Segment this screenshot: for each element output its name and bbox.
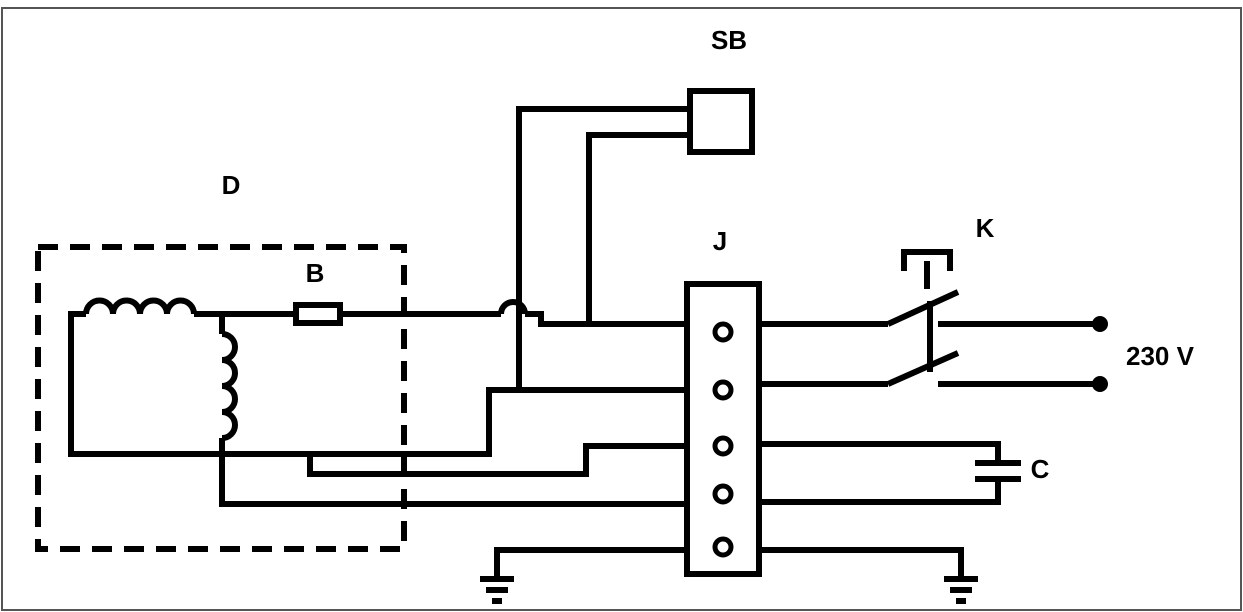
ground-left <box>480 547 687 604</box>
wire-to-terminal-1 <box>525 311 686 327</box>
motor-housing-boundary <box>35 244 407 552</box>
terminal-5 <box>712 536 734 558</box>
ground-right <box>759 547 978 604</box>
label-c: C <box>1031 454 1050 484</box>
wire-sb-outer <box>516 106 690 390</box>
wire-crossover <box>498 299 528 315</box>
push-switch-k <box>759 249 960 387</box>
label-d: D <box>222 170 241 200</box>
label-k: K <box>976 213 995 243</box>
outer-frame <box>1 7 1242 611</box>
wire-to-terminal-3 <box>307 443 686 477</box>
terminal-4 <box>712 483 734 505</box>
label-supply-voltage: 230 V <box>1126 341 1195 371</box>
supply-terminal-n <box>1092 376 1108 392</box>
label-sb: SB <box>711 25 747 55</box>
starter-switch-sb <box>687 88 755 155</box>
label-j: J <box>713 226 727 256</box>
label-b: B <box>306 258 325 288</box>
auxiliary-winding-coil <box>221 331 238 441</box>
terminal-3 <box>712 435 734 457</box>
motor-internal-wiring <box>68 297 686 507</box>
wire-to-terminal-2 <box>306 387 686 457</box>
terminal-1 <box>712 321 734 343</box>
terminal-2 <box>712 379 734 401</box>
supply-terminal-l <box>1092 316 1108 332</box>
supply-lines <box>938 316 1108 392</box>
wire-sb-inner <box>586 132 690 324</box>
fuse-b <box>293 302 343 326</box>
capacitor-c <box>759 441 1021 505</box>
main-winding-coil <box>83 297 197 315</box>
